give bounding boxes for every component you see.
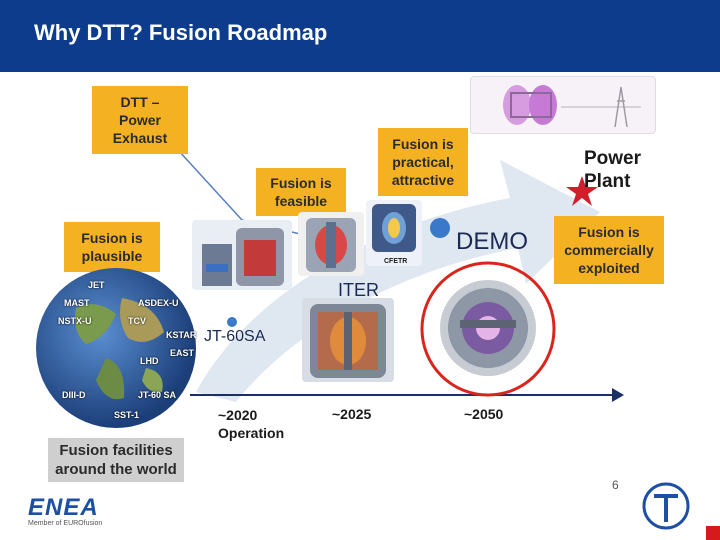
feasible-device-image bbox=[192, 220, 292, 290]
globe-tag-east: EAST bbox=[170, 348, 194, 358]
globe-tag-nstx: NSTX-U bbox=[58, 316, 92, 326]
jt60sa-dot bbox=[227, 317, 237, 327]
slide-title: Why DTT? Fusion Roadmap bbox=[34, 20, 327, 46]
box-fusion-practical: Fusion is practical, attractive bbox=[378, 128, 468, 196]
timeline-2020-label: ~2020 Operation bbox=[218, 406, 284, 442]
cfetr-label: CFETR bbox=[384, 258, 407, 265]
globe-tag-diiid: DIII-D bbox=[62, 390, 86, 400]
corner-accent bbox=[706, 526, 720, 540]
cfetr-image bbox=[366, 200, 422, 266]
enea-logo: ENEA Member of EUROfusion bbox=[28, 494, 102, 527]
globe-tag-lhd: LHD bbox=[140, 356, 159, 366]
tokamak-cross-section-image bbox=[298, 212, 364, 276]
roadmap-area: DTT – Power Exhaust Fusion is practical,… bbox=[0, 72, 720, 540]
power-plant-drawing bbox=[471, 77, 655, 133]
demo-image bbox=[440, 280, 536, 376]
globe-tag-jet: JET bbox=[88, 280, 105, 290]
box-dtt-power-exhaust: DTT – Power Exhaust bbox=[92, 86, 188, 154]
globe-tag-sst1: SST-1 bbox=[114, 410, 139, 420]
globe-tag-jt60sa: JT-60 SA bbox=[138, 390, 176, 400]
power-plant-image bbox=[470, 76, 656, 134]
jt60sa-label: JT-60SA bbox=[204, 328, 265, 346]
box-fusion-commercial: Fusion is commercially exploited bbox=[554, 216, 664, 284]
title-bar: Why DTT? Fusion Roadmap bbox=[0, 0, 720, 72]
timeline-arrowhead bbox=[612, 388, 624, 402]
globe-tag-asdex: ASDEX-U bbox=[138, 298, 179, 308]
demo-label: DEMO bbox=[456, 228, 528, 256]
slide-number: 6 bbox=[612, 478, 619, 492]
iter-image bbox=[302, 298, 394, 382]
demo-dot bbox=[430, 218, 450, 238]
timeline-2050-label: ~2050 bbox=[464, 406, 503, 422]
eurofusion-member-text: Member of EUROfusion bbox=[28, 520, 102, 527]
globe-tag-tcv: TCV bbox=[128, 316, 146, 326]
box-fusion-plausible: Fusion is plausible bbox=[64, 222, 160, 272]
dtt-logo-icon bbox=[640, 480, 692, 532]
timeline-2025-label: ~2025 bbox=[332, 406, 371, 422]
power-plant-label: Power Plant bbox=[584, 148, 641, 194]
box-fusion-feasible: Fusion is feasible bbox=[256, 168, 346, 216]
globe-tag-mast: MAST bbox=[64, 298, 90, 308]
box-fusion-facilities: Fusion facilities around the world bbox=[48, 438, 184, 482]
globe-tag-kstar: KSTAR bbox=[166, 330, 196, 340]
dtt-pointer-line bbox=[178, 150, 242, 220]
enea-logo-text: ENEA bbox=[28, 494, 102, 522]
